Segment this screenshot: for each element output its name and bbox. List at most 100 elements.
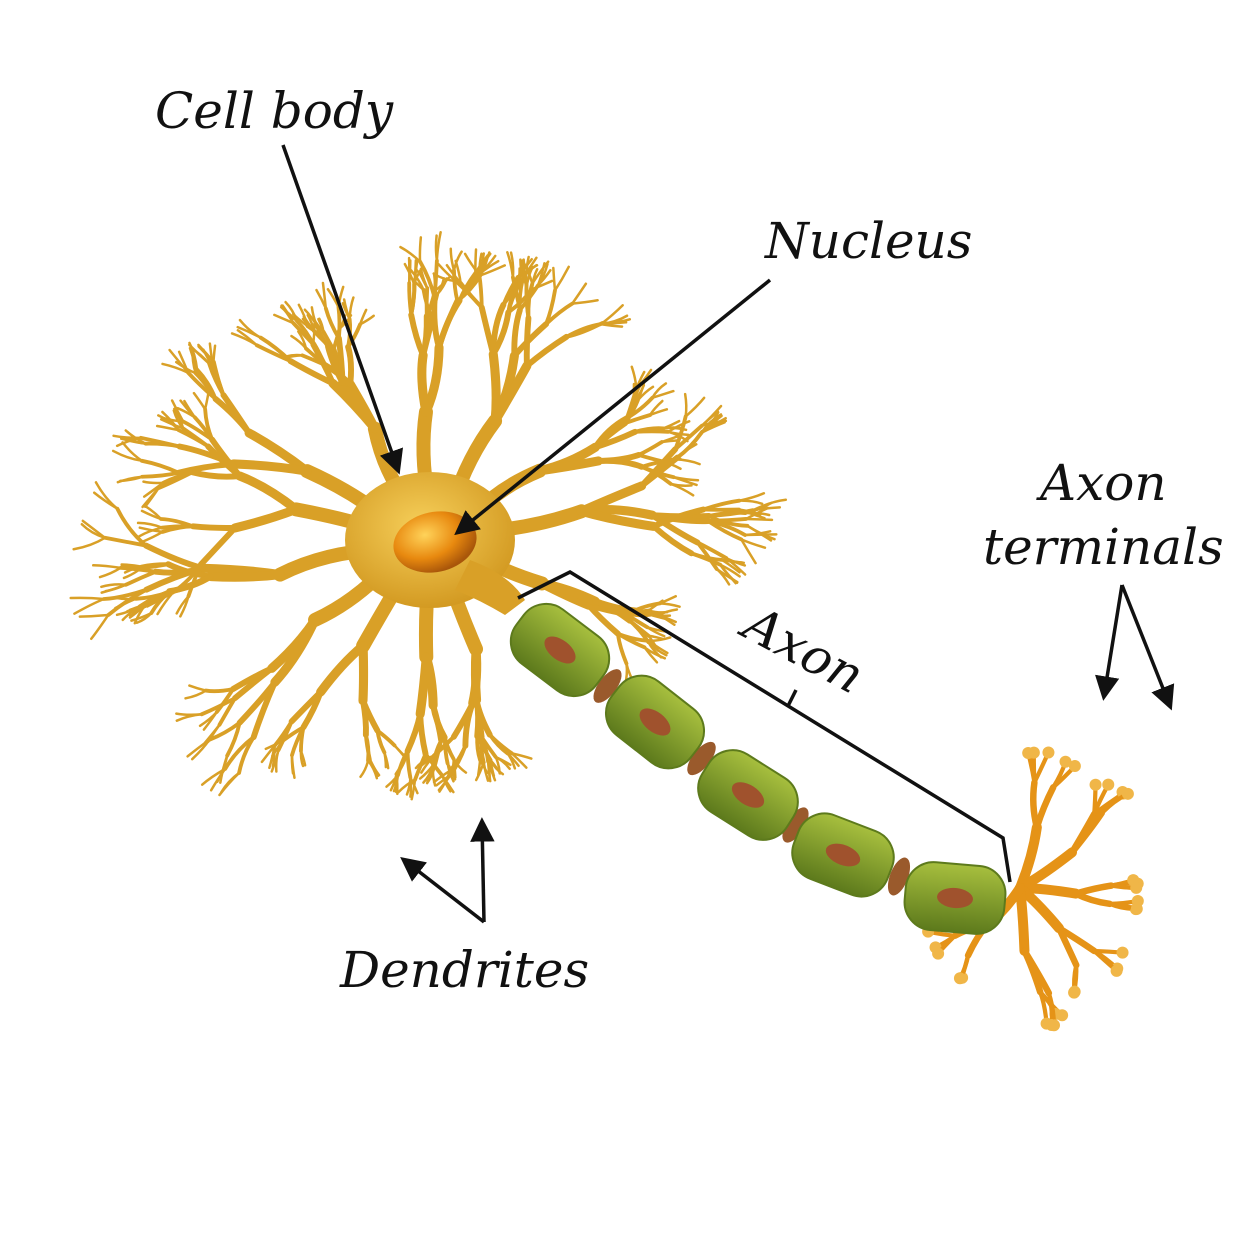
branch — [510, 752, 533, 760]
branch — [346, 322, 363, 349]
branch — [651, 382, 668, 400]
branch — [159, 517, 196, 529]
terminal-bouton — [1102, 778, 1115, 791]
terminal-bouton — [1068, 760, 1081, 773]
branch — [206, 570, 285, 582]
branch — [323, 306, 341, 341]
terminal-bouton — [1130, 881, 1143, 894]
branch — [438, 769, 452, 793]
branch — [113, 596, 138, 601]
branch — [592, 428, 639, 451]
branch — [383, 751, 388, 769]
branch — [409, 269, 425, 292]
branch — [396, 749, 410, 777]
branch — [743, 530, 772, 537]
nucleus-pointer — [454, 278, 772, 536]
branch — [421, 652, 438, 710]
branch — [139, 435, 182, 449]
branch — [211, 344, 217, 368]
node-of-ranvier — [687, 741, 716, 776]
terminal-bouton — [1130, 902, 1143, 915]
branch — [431, 734, 456, 758]
branch — [463, 252, 481, 277]
terminal-bouton — [1045, 1018, 1058, 1031]
branch — [291, 312, 309, 328]
branch — [155, 424, 180, 432]
branch — [479, 735, 498, 759]
branch — [404, 711, 424, 755]
branch — [161, 470, 195, 485]
branch — [342, 298, 351, 321]
branch — [1055, 924, 1080, 969]
branch — [230, 504, 301, 533]
branch — [112, 434, 143, 440]
branch — [531, 260, 550, 285]
branch — [102, 587, 149, 601]
branch — [490, 361, 532, 426]
branch — [316, 641, 368, 697]
branch — [358, 314, 375, 326]
myelin-sheath — [791, 812, 895, 898]
branch — [78, 613, 110, 618]
terminal-bouton — [1116, 946, 1129, 959]
branch — [290, 753, 295, 775]
branch — [436, 298, 461, 351]
branch — [102, 535, 148, 548]
branch — [488, 758, 492, 780]
branch — [417, 350, 431, 417]
branch — [238, 318, 263, 339]
branch — [530, 279, 554, 291]
branch — [237, 735, 256, 775]
branch — [360, 697, 369, 738]
branch — [171, 562, 203, 595]
dendrites-pointer-left — [400, 856, 486, 924]
branch — [646, 640, 663, 659]
branch — [552, 266, 557, 292]
branch — [192, 391, 207, 411]
terminal-bouton — [1059, 755, 1072, 768]
branch — [666, 420, 691, 434]
branch — [740, 538, 767, 549]
branch — [115, 506, 148, 548]
branch — [73, 597, 106, 615]
axon-bracket-tick — [786, 689, 798, 707]
branch — [524, 280, 531, 321]
branch — [627, 618, 651, 644]
terminal-bouton — [1022, 746, 1035, 759]
schwann-cell-nucleus — [937, 887, 973, 909]
branch — [90, 613, 110, 641]
branch — [161, 362, 190, 374]
branch — [100, 583, 128, 594]
branch — [454, 279, 484, 310]
dendrites-label: Dendrites — [339, 941, 589, 999]
branch — [130, 611, 153, 622]
branch — [274, 748, 280, 773]
schwann-cell-nucleus — [825, 843, 861, 867]
branch — [448, 743, 468, 773]
branch — [658, 594, 677, 605]
branch — [418, 754, 436, 769]
branch — [405, 749, 413, 780]
branch — [216, 754, 229, 784]
branch — [188, 684, 208, 692]
branch — [190, 523, 238, 531]
branch — [506, 284, 521, 315]
branch — [203, 687, 236, 694]
branch — [473, 696, 482, 740]
branch — [432, 273, 437, 292]
branch — [321, 361, 354, 388]
axon-bracket — [517, 569, 1012, 883]
branch — [470, 644, 482, 705]
branch — [198, 710, 219, 728]
branch — [409, 776, 419, 795]
branch — [91, 564, 122, 570]
node-of-ranvier — [887, 857, 911, 896]
branch — [707, 513, 750, 528]
branch — [139, 562, 171, 570]
axon-terminals-pointer-right — [1120, 584, 1175, 711]
branch — [534, 456, 603, 476]
branch — [407, 259, 412, 285]
branch — [672, 475, 698, 487]
branch — [150, 591, 175, 606]
